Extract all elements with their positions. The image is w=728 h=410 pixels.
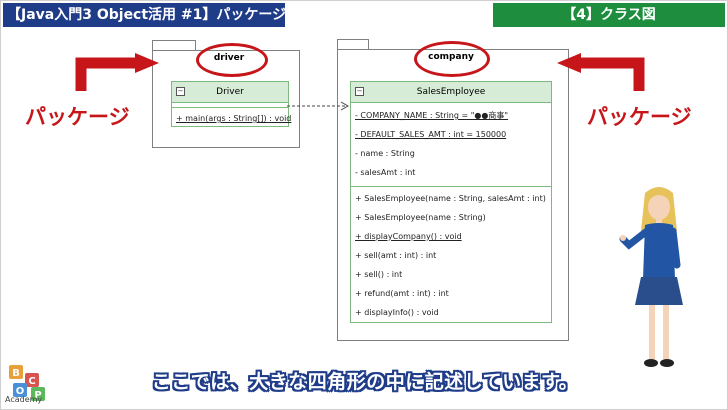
op-sell-amt: + sell(amt : int) : int [355, 251, 437, 260]
dependency-arrow [287, 101, 350, 111]
logo-letter-c: C [28, 376, 35, 387]
caption-subtitle: ここでは、大きな四角形の中に記述しています。 [151, 371, 579, 393]
logo-letter-b: B [12, 368, 20, 379]
collapse-icon[interactable]: − [176, 87, 185, 96]
salesemployee-class-name: SalesEmployee [416, 87, 486, 97]
attr-default-sales-amt: - DEFAULT_SALES_AMT : int = 150000 [355, 130, 507, 139]
op-sell: + sell() : int [355, 270, 403, 279]
driver-class-name: Driver [216, 87, 244, 97]
op-display-info: + displayInfo() : void [355, 308, 439, 317]
driver-highlight-ellipse [196, 43, 268, 77]
right-pointer-arrow [557, 53, 645, 91]
section-title: 【4】クラス図 [493, 3, 725, 27]
company-package-tab [337, 39, 369, 50]
driver-class[interactable]: − Driver + main(args : String[]) : void [171, 81, 292, 127]
op-refund: + refund(amt : int) : int [355, 289, 449, 298]
collapse-icon[interactable]: − [355, 87, 364, 96]
company-highlight-ellipse [414, 41, 490, 77]
op-constructor-2: + SalesEmployee(name : String, salesAmt … [355, 194, 546, 203]
logo-wordmark: Academy [5, 395, 43, 404]
driver-main-operation: + main(args : String[]) : void [176, 114, 292, 123]
op-display-company: + displayCompany() : void [355, 232, 462, 241]
salesemployee-class[interactable]: − SalesEmployee - COMPANY_NAME : String … [350, 81, 552, 323]
op-constructor-1: + SalesEmployee(name : String) [355, 213, 486, 222]
logo-letter-o: O [16, 386, 25, 397]
attr-company-name: - COMPANY_NAME : String = "●●商事" [355, 111, 509, 120]
driver-class-header: − Driver [172, 82, 288, 103]
logo-letter-p: P [34, 390, 41, 401]
slide-title: 【Java入門3 Object活用 #1】パッケージ [3, 3, 286, 27]
left-package-label: パッケージ [25, 105, 130, 129]
bcop-academy-logo: B C O P [9, 365, 45, 401]
driver-package-tab [152, 40, 196, 51]
attr-name: - name : String [355, 149, 415, 158]
salesemployee-class-header: − SalesEmployee [351, 82, 551, 103]
right-package-label: パッケージ [587, 105, 692, 129]
presenter-illustration [619, 187, 683, 367]
attr-sales-amt: - salesAmt : int [355, 168, 416, 177]
left-pointer-arrow [75, 53, 159, 91]
